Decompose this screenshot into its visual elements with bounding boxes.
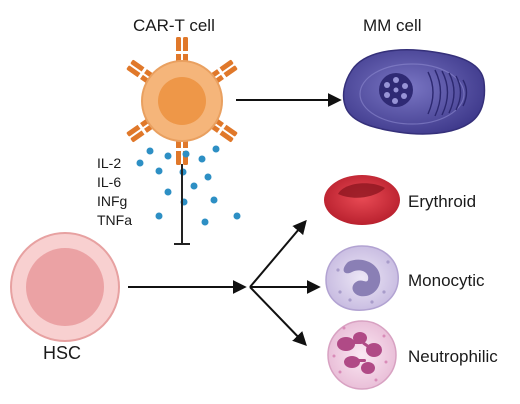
receptor-lower-right xyxy=(208,117,238,143)
arrow-to-erythroid xyxy=(249,219,307,288)
cytokine-label: INFg xyxy=(97,193,128,209)
inhibition-line xyxy=(174,164,190,245)
erythroid-cell xyxy=(324,175,400,225)
neutrophilic-label: Neutrophilic xyxy=(408,347,498,366)
erythroid-label: Erythroid xyxy=(408,192,477,211)
differentiation-arrows xyxy=(128,219,321,347)
hsc-nucleus xyxy=(26,248,104,326)
mm-cell xyxy=(342,49,486,135)
hsc-cell xyxy=(10,232,120,342)
cytokine-label: TNFa xyxy=(97,212,132,228)
neutrophil-nucleus xyxy=(337,332,382,374)
monocyte-cell xyxy=(325,245,399,311)
cytokine-list: IL-2 IL-6 INFg TNFa xyxy=(97,154,132,230)
hsc-label: HSC xyxy=(43,343,82,363)
receptor-top xyxy=(175,37,189,65)
car-t-cell-label: CAR-T cell xyxy=(133,16,215,35)
monocytic-label: Monocytic xyxy=(408,271,485,290)
mm-cell-label: MM cell xyxy=(363,16,422,35)
receptor-upper-left xyxy=(126,59,156,85)
receptor-lower-left xyxy=(126,117,156,143)
monocyte-nucleus xyxy=(343,259,381,297)
arrow-to-neutrophilic xyxy=(249,286,307,347)
receptor-upper-right xyxy=(208,59,238,85)
car-t-cell xyxy=(126,37,238,165)
cytokine-label: IL-2 xyxy=(97,155,122,171)
car-t-nucleus xyxy=(158,77,206,125)
cytokine-dots xyxy=(136,145,241,226)
neutrophil-cell xyxy=(327,320,397,390)
cytokine-label: IL-6 xyxy=(97,174,122,190)
